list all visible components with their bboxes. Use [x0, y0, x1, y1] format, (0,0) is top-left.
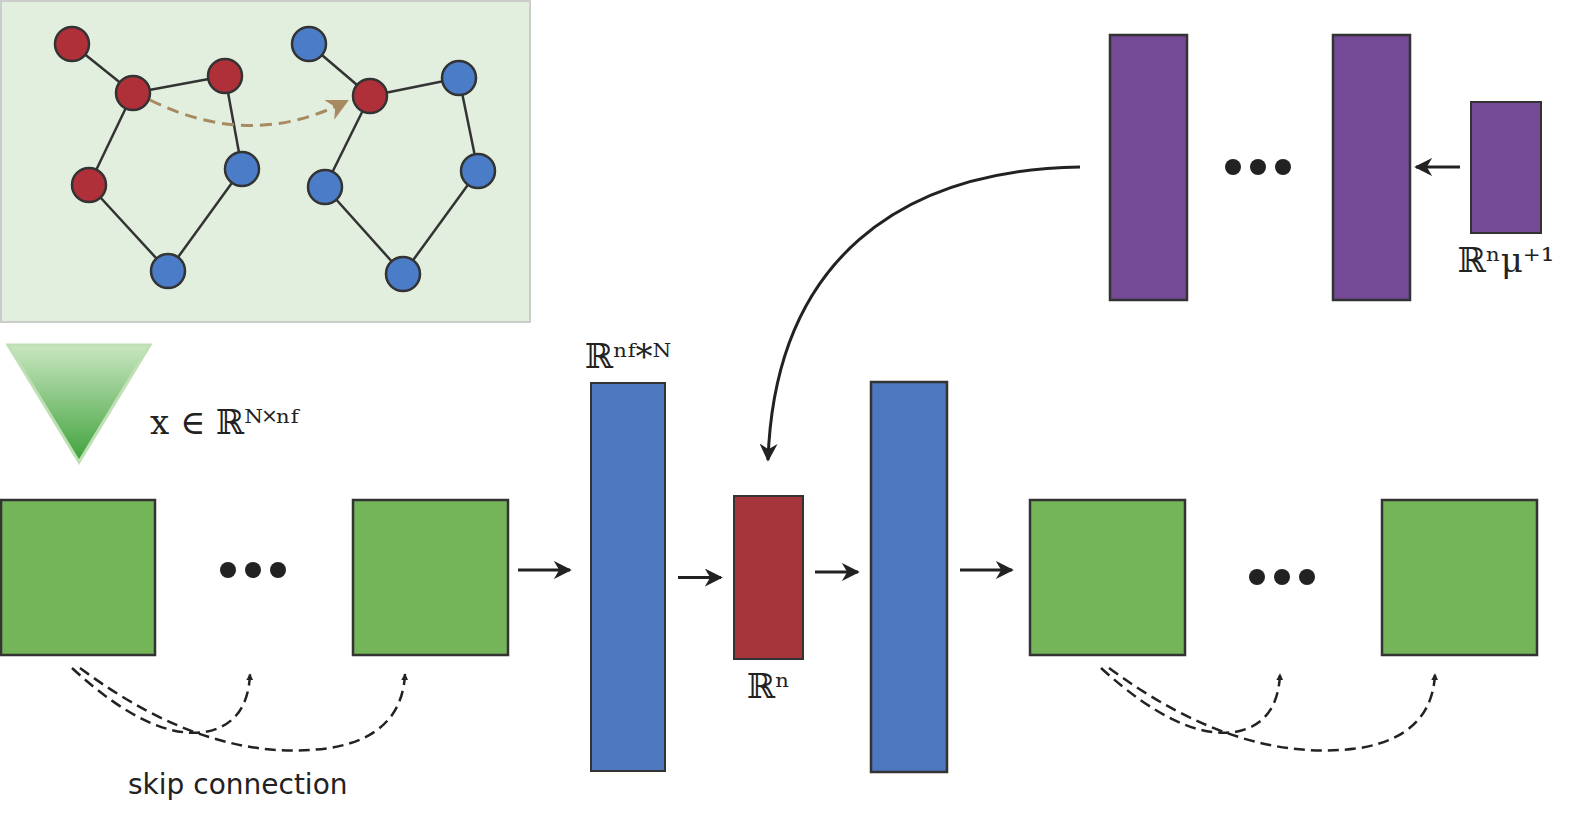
graph-edges	[72, 44, 478, 274]
layer-box: ℝⁿμ⁺¹	[1470, 101, 1542, 234]
graph-vertices	[55, 27, 495, 291]
param-layer	[1333, 35, 1410, 300]
dimension-label: ℝⁿμ⁺¹	[1458, 240, 1555, 280]
flow-arrow	[678, 576, 721, 579]
param-layer	[1110, 35, 1187, 300]
layer-box: ℝⁿᶠ*ᴺ	[590, 382, 666, 772]
inset-panel	[1, 1, 530, 322]
dimension-label: ℝⁿᶠ*ᴺ	[585, 336, 671, 376]
dense-layer	[871, 382, 947, 772]
annotation-label: skip connection	[128, 768, 348, 801]
input-triangle	[8, 345, 150, 462]
dimension-label: ℝⁿ	[747, 666, 790, 706]
layer-box: ℝⁿ	[733, 495, 804, 660]
input-label: x ∈ ℝᴺ˟ⁿᶠ	[150, 402, 298, 442]
message-arrow	[150, 100, 345, 126]
